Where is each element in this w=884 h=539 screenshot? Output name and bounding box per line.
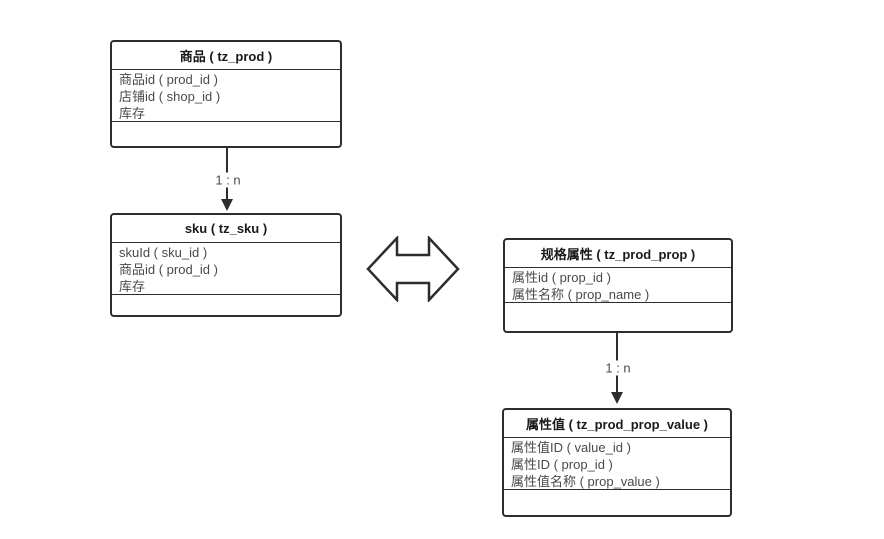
entity-field: 库存: [119, 279, 146, 294]
left-right-arrow-icon: [366, 236, 460, 302]
entity-methods-compartment: [112, 295, 340, 315]
entity-field: 属性id ( prop_id ): [512, 270, 611, 285]
connector-arrowhead-icon: [221, 199, 233, 211]
entity-field: 属性值名称 ( prop_value ): [511, 474, 660, 489]
entity-title: 规格属性 ( tz_prod_prop ): [505, 240, 731, 268]
cardinality-label: 1 : n: [603, 360, 633, 376]
entity-field: 库存: [119, 106, 146, 121]
connector-arrowhead-icon: [611, 392, 623, 404]
entity-prod-prop-value: 属性值 ( tz_prod_prop_value ) 属性值ID ( value…: [502, 408, 732, 517]
entity-title: sku ( tz_sku ): [112, 215, 340, 243]
entity-field: 属性值ID ( value_id ): [511, 440, 631, 455]
entity-methods-compartment: [505, 303, 731, 331]
entity-title: 商品 ( tz_prod ): [112, 42, 340, 70]
entity-fields: 属性值ID ( value_id ) 属性ID ( prop_id ) 属性值名…: [504, 438, 730, 490]
entity-fields: 属性id ( prop_id ) 属性名称 ( prop_name ): [505, 268, 731, 303]
entity-sku: sku ( tz_sku ) skuId ( sku_id ) 商品id ( p…: [110, 213, 342, 317]
entity-title: 属性值 ( tz_prod_prop_value ): [504, 410, 730, 438]
entity-fields: 商品id ( prod_id ) 店铺id ( shop_id ) 库存: [112, 70, 340, 122]
entity-field: 店铺id ( shop_id ): [119, 89, 221, 104]
entity-methods-compartment: [504, 490, 730, 515]
entity-field: 属性名称 ( prop_name ): [512, 287, 650, 302]
entity-field: 商品id ( prod_id ): [119, 262, 218, 277]
entity-fields: skuId ( sku_id ) 商品id ( prod_id ) 库存: [112, 243, 340, 295]
entity-field: 商品id ( prod_id ): [119, 72, 218, 87]
entity-prod: 商品 ( tz_prod ) 商品id ( prod_id ) 店铺id ( s…: [110, 40, 342, 148]
cardinality-label: 1 : n: [213, 172, 243, 188]
entity-field: skuId ( sku_id ): [119, 245, 208, 260]
entity-field: 属性ID ( prop_id ): [511, 457, 613, 472]
entity-prod-prop: 规格属性 ( tz_prod_prop ) 属性id ( prop_id ) 属…: [503, 238, 733, 333]
entity-methods-compartment: [112, 122, 340, 146]
